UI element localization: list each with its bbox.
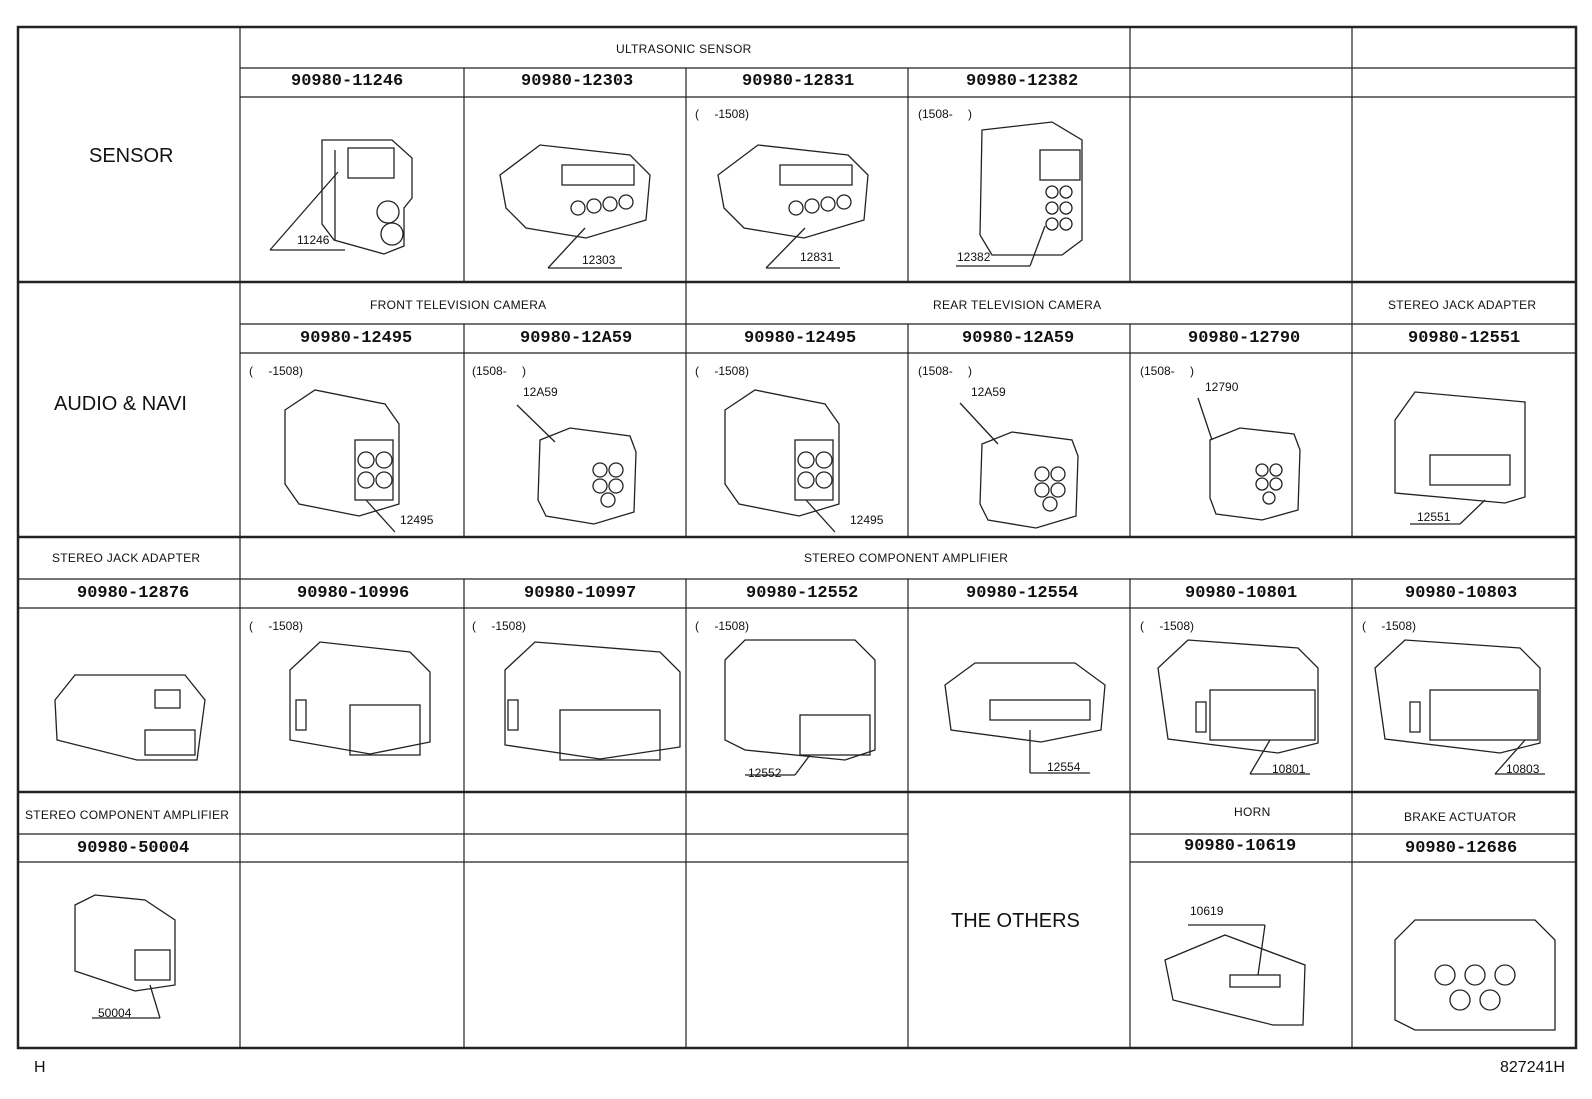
connector-drawing-10801 [1157, 639, 1319, 775]
part-number: 90980-12495 [744, 329, 857, 348]
part-number: 90980-12831 [742, 72, 855, 91]
callout-label: 12A59 [971, 385, 1006, 399]
callout-label: 10803 [1506, 762, 1540, 776]
callout-label: 11246 [297, 233, 330, 247]
header-stereo-jack-adapter: STEREO JACK ADAPTER [52, 551, 201, 565]
callout-label: 12382 [957, 250, 991, 264]
part-number: 90980-11246 [291, 72, 404, 91]
connector-drawing-10619 [1164, 924, 1306, 1026]
part-number: 90980-12303 [521, 72, 634, 91]
date-range-note: ( -1508) [695, 107, 750, 121]
header-stereo-jack-adapter: STEREO JACK ADAPTER [1388, 298, 1537, 312]
callout-label: 12551 [1417, 510, 1451, 524]
connector-drawing-11246 [269, 139, 413, 255]
part-number: 90980-12876 [77, 584, 190, 603]
date-range-note: ( -1508) [695, 619, 750, 633]
callout-label: 12552 [748, 766, 782, 780]
date-range-note: (1508- ) [1140, 364, 1195, 378]
date-range-note: (1508- ) [918, 107, 973, 121]
connector-drawing-12876 [54, 674, 206, 761]
connector-drawing-12495-front [284, 389, 400, 533]
callout-label: 12A59 [523, 385, 558, 399]
connector-drawing-10997 [504, 641, 681, 761]
part-number: 90980-12A59 [520, 329, 633, 348]
date-range-note: ( -1508) [249, 619, 304, 633]
header-rear-tv-camera: REAR TELEVISION CAMERA [933, 298, 1102, 312]
part-number: 90980-12551 [1408, 329, 1521, 348]
part-number: 90980-50004 [77, 839, 190, 858]
part-number: 90980-12552 [746, 584, 859, 603]
date-range-note: ( -1508) [1362, 619, 1417, 633]
connector-drawing-12790 [1197, 397, 1301, 521]
callout-label: 50004 [98, 1006, 132, 1020]
callout-label: 10619 [1190, 904, 1224, 918]
part-number: 90980-10801 [1185, 584, 1298, 603]
callout-label: 10801 [1272, 762, 1306, 776]
connector-drawing-12495-rear [724, 389, 840, 533]
part-number: 90980-12790 [1188, 329, 1301, 348]
footer-left-mark: H [34, 1059, 46, 1076]
callout-label: 12303 [582, 253, 616, 267]
header-front-tv-camera: FRONT TELEVISION CAMERA [370, 298, 547, 312]
connector-drawing-12554 [944, 662, 1106, 774]
callout-label: 12554 [1047, 760, 1081, 774]
connector-drawing-10996 [289, 641, 431, 756]
connector-drawing-12552 [724, 639, 876, 776]
connector-drawing-12686 [1394, 919, 1556, 1031]
date-range-note: ( -1508) [472, 619, 527, 633]
connector-drawing-12a59-rear [959, 402, 1079, 529]
connector-drawing-12303 [499, 144, 651, 269]
part-number: 90980-12554 [966, 584, 1079, 603]
connector-drawing-50004 [74, 894, 176, 1019]
connector-drawing-12831 [717, 144, 869, 269]
part-number: 90980-12382 [966, 72, 1079, 91]
part-number: 90980-12686 [1405, 839, 1518, 858]
header-stereo-component-amplifier: STEREO COMPONENT AMPLIFIER [804, 551, 1009, 565]
category-audio-navi: AUDIO & NAVI [54, 393, 187, 415]
date-range-note: ( -1508) [695, 364, 750, 378]
part-number: 90980-10997 [524, 584, 637, 603]
part-number: 90980-10803 [1405, 584, 1518, 603]
header-stereo-component-amplifier: STEREO COMPONENT AMPLIFIER [25, 808, 230, 822]
category-the-others: THE OTHERS [951, 910, 1080, 932]
part-number: 90980-10996 [297, 584, 410, 603]
date-range-note: (1508- ) [918, 364, 973, 378]
date-range-note: ( -1508) [249, 364, 304, 378]
date-range-note: ( -1508) [1140, 619, 1195, 633]
category-sensor: SENSOR [89, 145, 174, 167]
callout-label: 12495 [850, 513, 884, 527]
callout-label: 12790 [1205, 380, 1239, 394]
header-horn: HORN [1234, 805, 1271, 819]
header-brake-actuator: BRAKE ACTUATOR [1404, 810, 1517, 824]
connector-drawing-12a59-front [516, 404, 637, 525]
header-ultrasonic-sensor: ULTRASONIC SENSOR [616, 42, 752, 56]
callout-label: 12831 [800, 250, 834, 264]
callout-label: 12495 [400, 513, 434, 527]
part-number: 90980-12A59 [962, 329, 1075, 348]
date-range-note: (1508- ) [472, 364, 527, 378]
connector-drawing-12382 [956, 121, 1083, 267]
illustration-code: 827241H [1500, 1059, 1565, 1076]
connector-drawing-12551 [1394, 391, 1526, 525]
part-number: 90980-12495 [300, 329, 413, 348]
connector-drawing-10803 [1374, 639, 1545, 775]
part-number: 90980-10619 [1184, 837, 1297, 856]
